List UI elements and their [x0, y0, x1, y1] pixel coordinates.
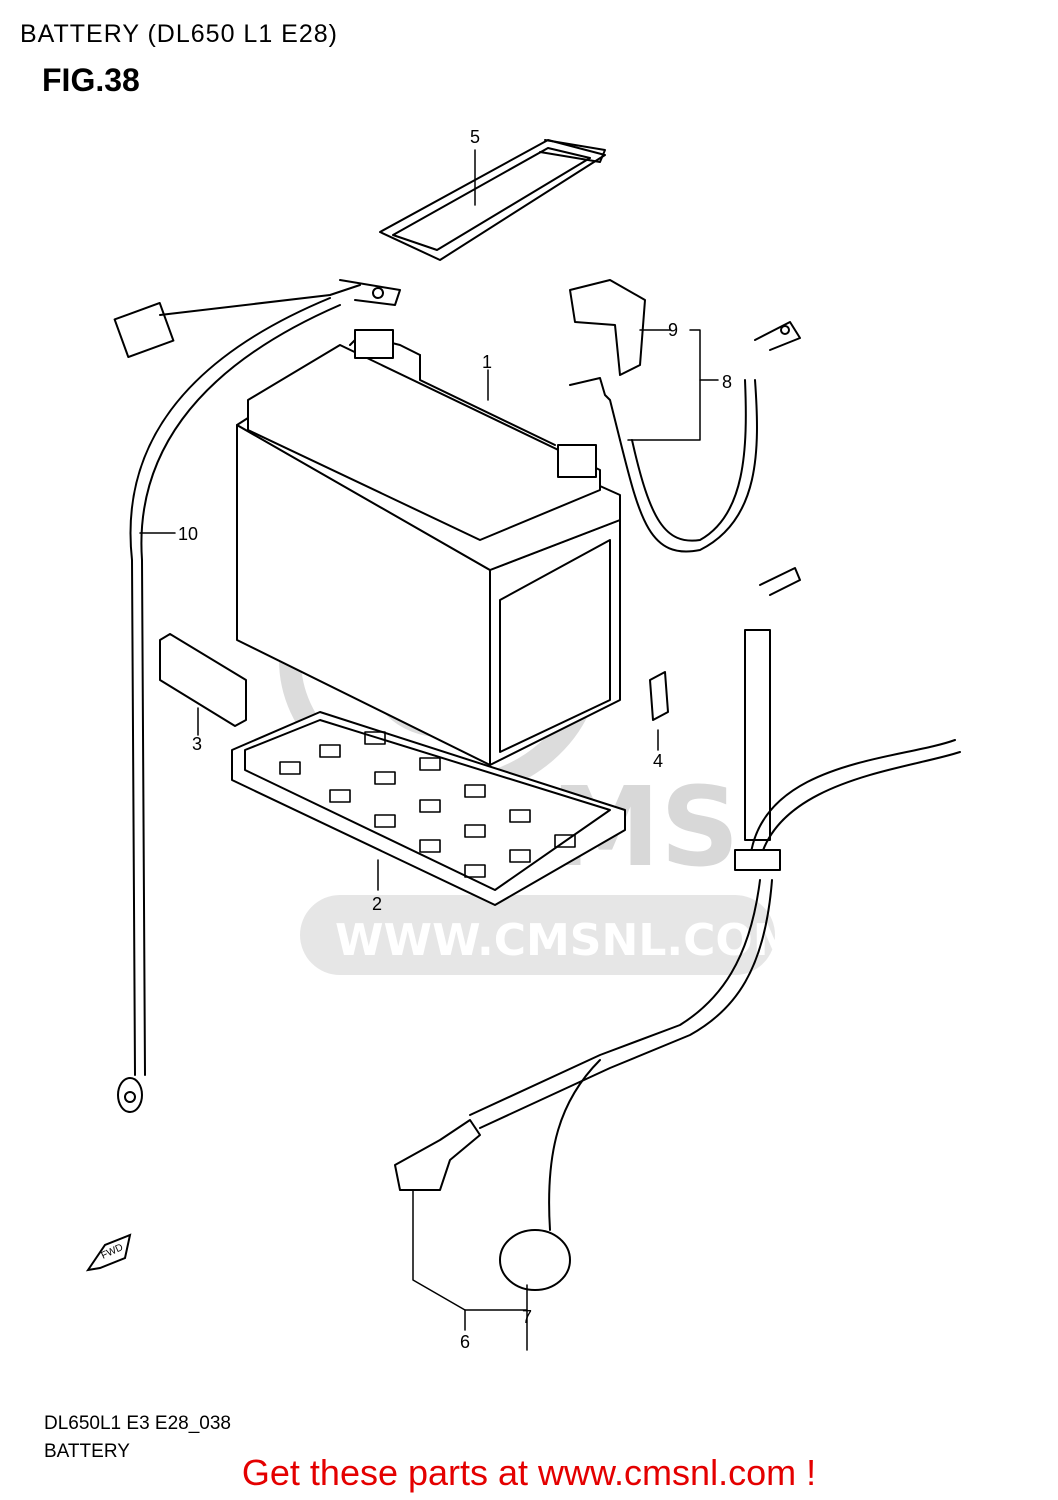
callout-10: 10: [178, 524, 198, 544]
starter-cable: [394, 567, 961, 1291]
battery: [236, 329, 621, 766]
cta-banner: Get these parts at www.cmsnl.com !: [241, 1452, 817, 1493]
diagram-code: DL650L1 E3 E28_038: [44, 1413, 231, 1434]
callout-7: 7: [522, 1307, 532, 1327]
figure-number: FIG.38: [42, 62, 140, 98]
callout-9: 9: [668, 320, 678, 340]
diagram-name: BATTERY: [44, 1441, 130, 1462]
page-title: BATTERY (DL650 L1 E28): [20, 20, 338, 48]
callout-8: 8: [722, 372, 732, 392]
battery-label: [649, 671, 669, 721]
terminal-cover: [569, 279, 646, 376]
callout-3: 3: [192, 734, 202, 754]
battery-tray: [231, 711, 626, 906]
callout-1: 1: [482, 352, 492, 372]
ground-lead: [113, 279, 401, 1113]
callout-4: 4: [653, 751, 663, 771]
battery-pad: [159, 633, 247, 727]
watermark-url: WWW.CMSNL.COM: [335, 915, 797, 966]
callout-2: 2: [372, 894, 382, 914]
callout-6: 6: [460, 1332, 470, 1352]
battery-strap: [379, 139, 606, 261]
fwd-arrow-icon: FWD: [85, 1233, 132, 1272]
leader-lines: [139, 149, 719, 1351]
battery-cable: [569, 321, 801, 553]
callout-5: 5: [470, 127, 480, 147]
